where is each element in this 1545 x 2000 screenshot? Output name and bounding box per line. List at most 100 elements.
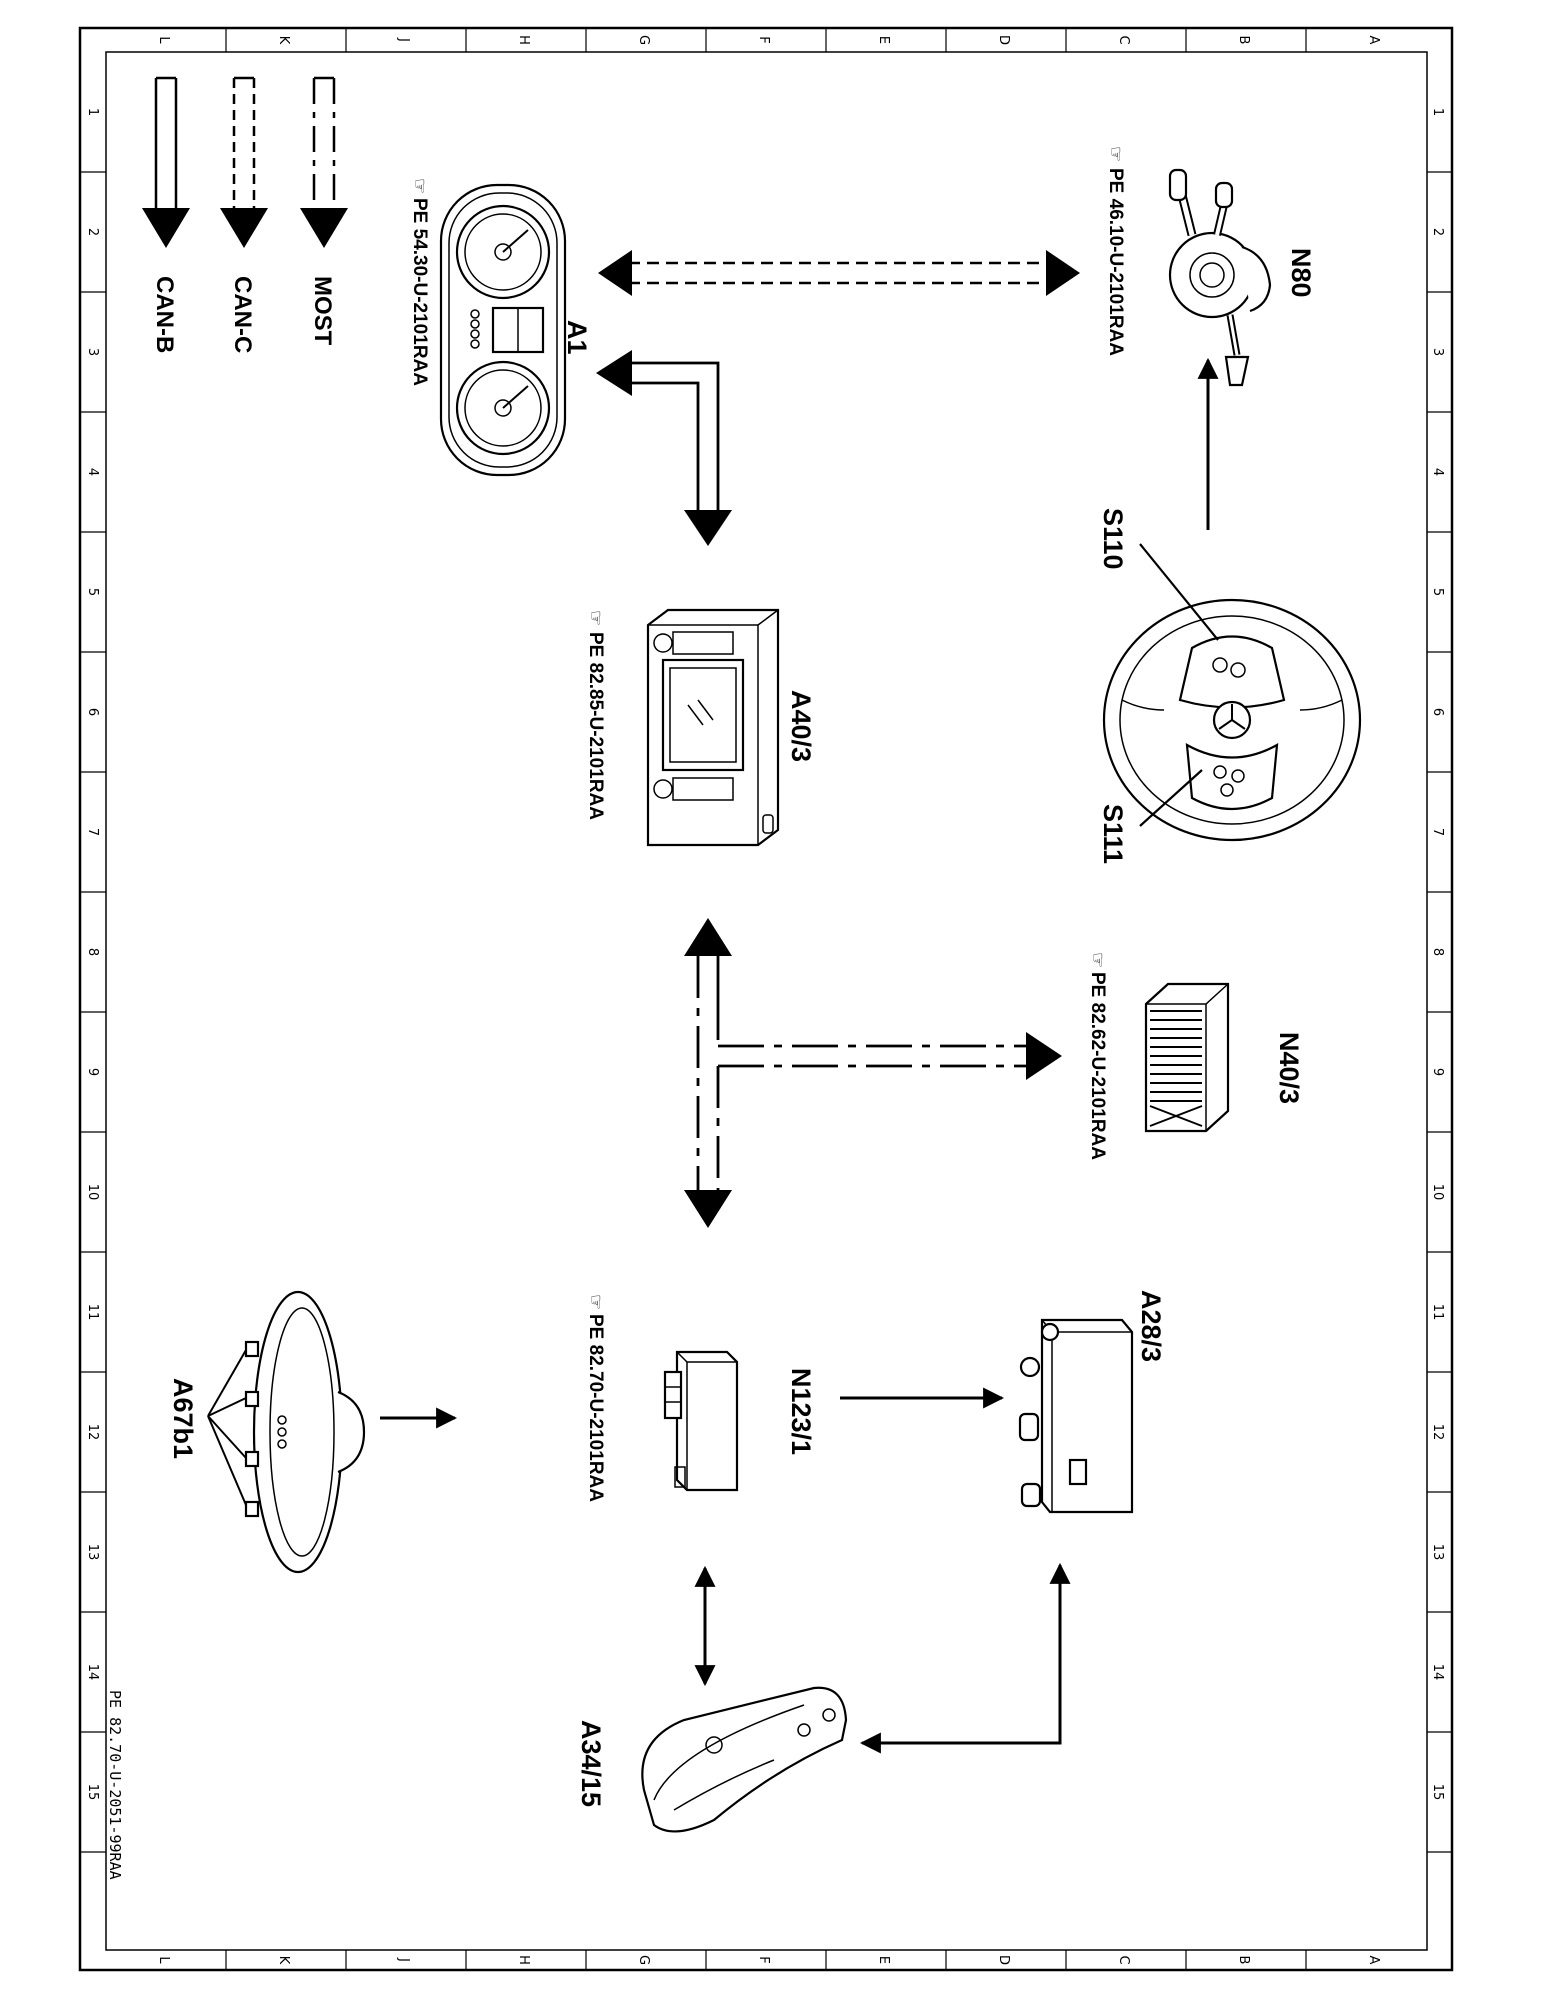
n80-label: N80	[1286, 248, 1316, 298]
grid-row-label: 11	[85, 1304, 100, 1321]
pointing-hand-icon: ☞	[1105, 146, 1126, 162]
grid-row-label: 8	[85, 948, 100, 956]
grid-row-label: 8	[1430, 948, 1445, 956]
n40-3-label: N40/3	[1274, 1032, 1304, 1104]
pointing-hand-icon: ☞	[1087, 952, 1108, 968]
a1-ref-text: PE 54.30-U-2101RAA	[409, 198, 430, 386]
grid-col-label: K	[276, 1956, 291, 1965]
grid-row-label: 13	[85, 1544, 100, 1561]
grid-row-label: 7	[85, 828, 100, 836]
link-a34-a28	[859, 1562, 1071, 1754]
grid-col-label: G	[636, 1955, 651, 1965]
most-link-a40-n123-n40	[684, 918, 1062, 1228]
grid-row-label: 9	[85, 1068, 100, 1076]
grid-col-label: G	[636, 35, 651, 45]
grid-col-label: J	[396, 37, 411, 42]
grid-row-label: 3	[1430, 348, 1445, 356]
a34-15-label: A34/15	[576, 1720, 606, 1807]
can-c-link-a1-n80	[598, 250, 1080, 296]
grid-col-label: H	[516, 35, 531, 45]
grid-row-label: 9	[1430, 1068, 1445, 1076]
grid-col-label: B	[1236, 36, 1251, 45]
a1-label: A1	[562, 320, 592, 355]
n80-ref-text: PE 46.10-U-2101RAA	[1105, 168, 1126, 356]
grid-col-label: H	[516, 1955, 531, 1965]
grid-row-label: 3	[85, 348, 100, 356]
a40-3-reference: PE 82.85-U-2101RAA ☞	[585, 610, 606, 820]
steering-wheel-icon	[1102, 598, 1362, 842]
grid-row-label: 2	[1430, 228, 1445, 236]
a67b1-leaders	[207, 1349, 247, 1506]
n123-1-label: N123/1	[786, 1368, 816, 1455]
grid-col-ticks	[225, 28, 1307, 1970]
n40-3-ref-text: PE 82.62-U-2101RAA	[1087, 972, 1108, 1160]
grid-row-label: 15	[1430, 1784, 1445, 1801]
grid-row-label: 1	[85, 108, 100, 116]
grid-col-label: L	[156, 36, 171, 44]
grid-col-label: A	[1366, 36, 1381, 45]
grid-row-label: 5	[1430, 588, 1445, 596]
a28-3-module-icon	[1018, 1318, 1134, 1514]
grid-row-label: 10	[1430, 1184, 1445, 1201]
can-b-link-a1-a40	[596, 350, 732, 546]
grid-row-label: 6	[85, 708, 100, 716]
n123-1-ref-text: PE 82.70-U-2101RAA	[585, 1314, 606, 1502]
grid-row-label: 10	[85, 1184, 100, 1201]
grid-row-label: 5	[85, 588, 100, 596]
grid-row-label: 7	[1430, 828, 1445, 836]
grid-row-label: 4	[1430, 468, 1445, 476]
grid-col-label: B	[1236, 1956, 1251, 1965]
n40-3-amplifier-icon	[1144, 982, 1230, 1133]
grid-row-label: 14	[85, 1664, 100, 1681]
grid-row-label: 2	[85, 228, 100, 236]
grid-col-label: E	[876, 1956, 891, 1964]
grid-col-label: D	[996, 35, 1011, 45]
s110-leader	[1139, 543, 1219, 641]
legend-can-b-label: CAN-B	[151, 276, 178, 353]
a28-3-label: A28/3	[1136, 1290, 1166, 1362]
grid-col-label: L	[156, 1956, 171, 1964]
n123-1-module-icon	[663, 1350, 739, 1492]
pointing-hand-icon: ☞	[409, 178, 430, 194]
a1-instrument-cluster-icon	[439, 183, 567, 477]
a40-3-label: A40/3	[786, 690, 816, 762]
a40-3-head-unit-icon	[646, 608, 780, 847]
a67b1-label: A67b1	[168, 1378, 198, 1459]
grid-col-label: J	[396, 1957, 411, 1962]
n123-1-reference: PE 82.70-U-2101RAA ☞	[585, 1294, 606, 1502]
grid-row-label: 12	[85, 1424, 100, 1441]
a67b1-rearview-mirror-icon	[244, 1290, 366, 1574]
s110-label: S110	[1098, 508, 1128, 570]
grid-row-label: 13	[1430, 1544, 1445, 1561]
legend-most-line	[300, 76, 348, 248]
grid-col-label: F	[756, 36, 771, 43]
grid-col-label: E	[876, 36, 891, 44]
legend: MOST CAN-C CAN-B	[142, 76, 348, 353]
inner-frame	[105, 51, 1428, 1951]
grid-col-label: K	[276, 36, 291, 45]
legend-can-c-label: CAN-C	[229, 276, 256, 353]
a34-15-unit-icon	[641, 1686, 848, 1833]
grid-row-label: 14	[1430, 1664, 1445, 1681]
a40-3-ref-text: PE 82.85-U-2101RAA	[585, 632, 606, 820]
grid-col-label: C	[1116, 1955, 1131, 1964]
grid-col-labels-top: L K J H G F E D C B A	[156, 35, 1381, 45]
grid-row-label: 6	[1430, 708, 1445, 716]
grid-col-labels-bottom: L K J H G F E D C B A	[156, 1955, 1381, 1965]
legend-can-c-line	[220, 76, 268, 248]
grid-row-label: 11	[1430, 1304, 1445, 1321]
s111-label: S111	[1098, 804, 1128, 864]
grid-row-label: 1	[1430, 108, 1445, 116]
grid-col-label: C	[1116, 35, 1131, 44]
n40-3-reference: PE 82.62-U-2101RAA ☞	[1087, 952, 1108, 1160]
footer-code: PE 82.70-U-2051-99RAA	[106, 1690, 124, 1880]
s111-leader	[1139, 769, 1203, 827]
grid-col-label: F	[756, 1956, 771, 1963]
pointing-hand-icon: ☞	[585, 610, 606, 626]
n80-reference: PE 46.10-U-2101RAA ☞	[1105, 146, 1126, 356]
grid-row-label: 15	[85, 1784, 100, 1801]
grid-col-label: D	[996, 1955, 1011, 1965]
grid-row-label: 4	[85, 468, 100, 476]
grid-col-label: A	[1366, 1956, 1381, 1965]
